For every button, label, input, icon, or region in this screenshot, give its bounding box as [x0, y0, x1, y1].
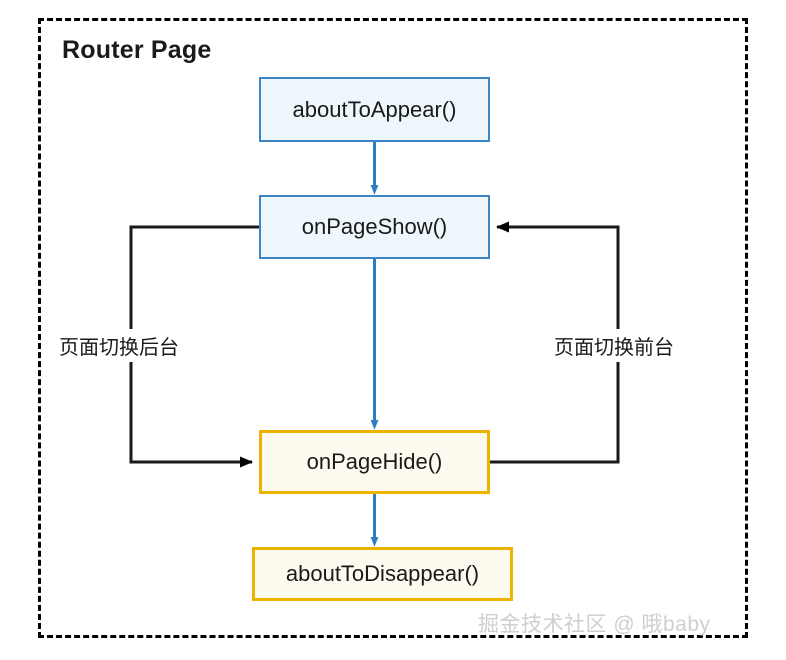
node-about-to-appear-label: aboutToAppear() [292, 96, 457, 122]
router-page-frame [38, 18, 748, 638]
node-about-to-appear[interactable]: aboutToAppear() [259, 77, 490, 142]
node-on-page-hide[interactable]: onPageHide() [259, 430, 490, 494]
edge-label-switch-to-background: 页面切换后台 [54, 329, 184, 362]
node-about-to-disappear-label: aboutToDisappear() [285, 561, 480, 586]
node-on-page-hide-label: onPageHide() [306, 449, 443, 474]
edge-label-switch-to-foreground: 页面切换前台 [549, 329, 679, 362]
frame-title: Router Page [62, 36, 212, 64]
node-about-to-disappear[interactable]: aboutToDisappear() [252, 547, 513, 601]
watermark: 掘金技术社区 @ 哦baby [478, 613, 711, 636]
node-on-page-show[interactable]: onPageShow() [259, 195, 490, 259]
node-on-page-show-label: onPageShow() [301, 214, 448, 239]
